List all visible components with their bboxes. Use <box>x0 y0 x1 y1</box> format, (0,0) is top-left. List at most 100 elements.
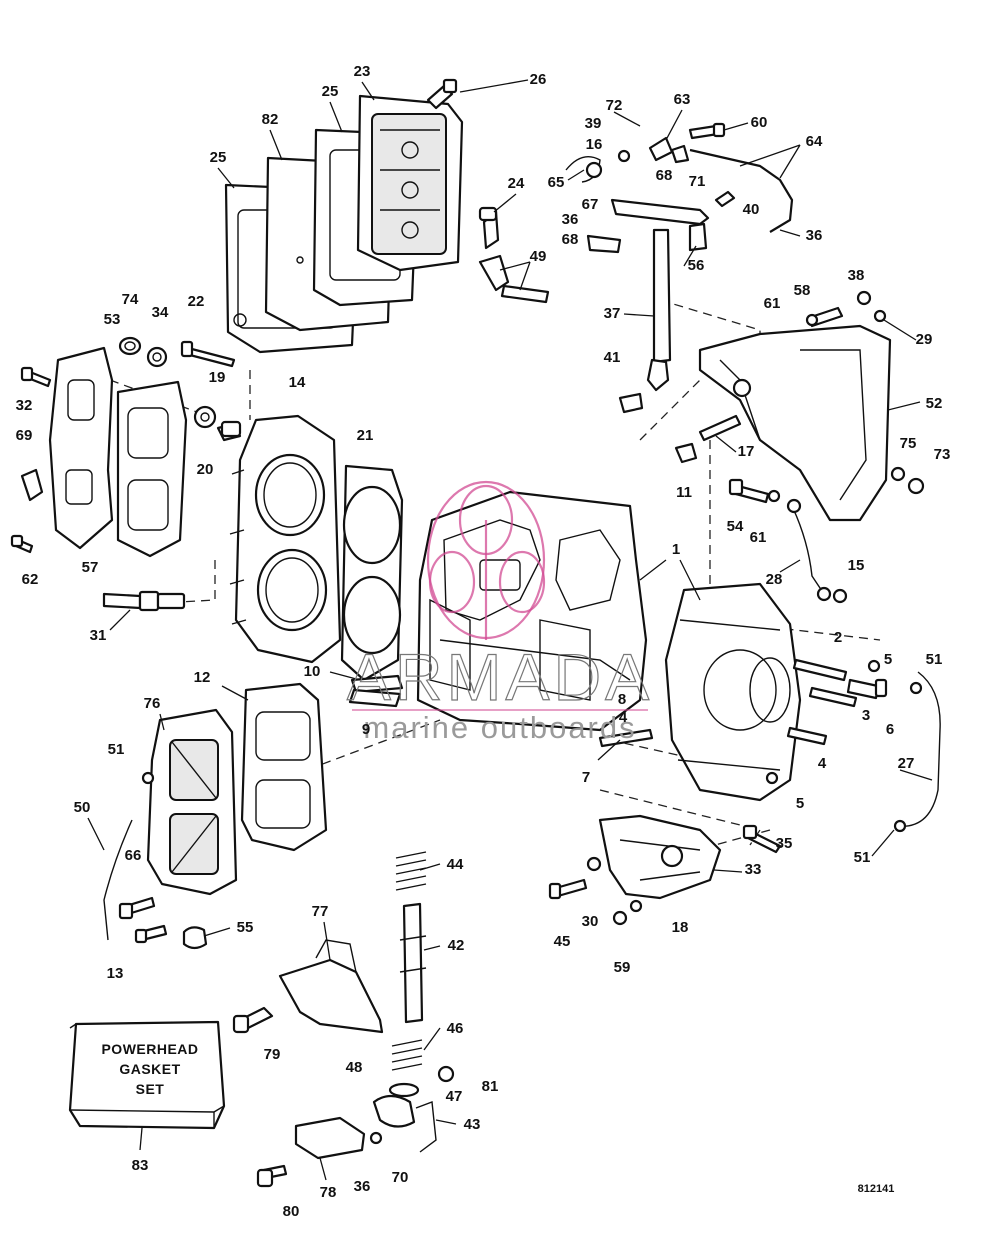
callout-14: 14 <box>289 374 306 391</box>
callout-19: 19 <box>209 369 226 386</box>
callout-60: 60 <box>751 114 768 131</box>
callout-55: 55 <box>237 919 254 936</box>
callout-20: 20 <box>197 461 214 478</box>
callout-8: 8 <box>618 691 626 708</box>
bracket-hardware <box>674 414 848 604</box>
callout-49: 49 <box>530 248 547 265</box>
dowel-pins <box>348 674 404 708</box>
callout-73: 73 <box>934 446 951 463</box>
callout-67: 67 <box>582 196 599 213</box>
callout-4: 4 <box>619 709 628 726</box>
callout-10: 10 <box>304 663 321 680</box>
callout-36: 36 <box>354 1178 371 1195</box>
bracket-33 <box>548 814 782 926</box>
callout-33: 33 <box>745 861 762 878</box>
callout-32: 32 <box>16 397 33 414</box>
callout-53: 53 <box>104 311 121 328</box>
callout-79: 79 <box>264 1046 281 1063</box>
callout-27: 27 <box>898 755 915 772</box>
head-cover-assembly <box>224 94 464 354</box>
gasket-box-line2: GASKET <box>119 1061 180 1077</box>
callout-11: 11 <box>676 484 692 501</box>
callout-26: 26 <box>530 71 547 88</box>
callout-61: 61 <box>750 529 767 546</box>
callout-36: 36 <box>806 227 823 244</box>
callout-59: 59 <box>614 959 631 976</box>
callout-4: 4 <box>818 755 827 772</box>
callout-80: 80 <box>283 1203 300 1220</box>
callout-51: 51 <box>926 651 943 668</box>
callout-16: 16 <box>586 136 603 153</box>
crankcase-half <box>664 582 802 802</box>
callout-48: 48 <box>346 1059 363 1076</box>
callout-39: 39 <box>585 115 602 132</box>
callout-40: 40 <box>743 201 760 218</box>
intake-manifold-assembly <box>103 671 941 950</box>
callout-72: 72 <box>606 97 623 114</box>
callout-13: 13 <box>107 965 124 982</box>
callout-25: 25 <box>210 149 227 166</box>
callout-57: 57 <box>82 559 99 576</box>
callout-63: 63 <box>674 91 691 108</box>
callout-5: 5 <box>796 795 804 812</box>
callout-62: 62 <box>22 571 39 588</box>
callout-46: 46 <box>447 1020 464 1037</box>
callout-35: 35 <box>776 835 793 852</box>
callout-66: 66 <box>125 847 142 864</box>
callout-61: 61 <box>764 295 781 312</box>
callout-38: 38 <box>848 267 865 284</box>
callout-70: 70 <box>392 1169 409 1186</box>
spark-plug-31 <box>102 590 186 612</box>
lower-brackets <box>232 939 384 1188</box>
callout-25: 25 <box>322 83 339 100</box>
callout-45: 45 <box>554 933 571 950</box>
callout-77: 77 <box>312 903 329 920</box>
callout-23: 23 <box>354 63 371 80</box>
callout-50: 50 <box>74 799 91 816</box>
callout-41: 41 <box>604 349 621 366</box>
callout-68: 68 <box>562 231 579 248</box>
callout-7: 7 <box>582 769 590 786</box>
callout-30: 30 <box>582 913 599 930</box>
callout-65: 65 <box>548 174 565 191</box>
callout-28: 28 <box>766 571 783 588</box>
callout-2: 2 <box>834 629 842 646</box>
callout-31: 31 <box>90 627 107 644</box>
cylinder-head-assembly <box>193 405 404 682</box>
callout-58: 58 <box>794 282 811 299</box>
callout-18: 18 <box>672 919 689 936</box>
callout-34: 34 <box>152 304 169 321</box>
callout-47: 47 <box>446 1088 463 1105</box>
callout-81: 81 <box>482 1078 499 1095</box>
callout-64: 64 <box>806 133 823 150</box>
callout-22: 22 <box>188 293 205 310</box>
screw-26 <box>426 78 458 110</box>
watermark: ARMADA marine outboards <box>346 480 650 745</box>
callout-12: 12 <box>194 669 211 686</box>
bracket-52 <box>698 290 925 522</box>
throttle-shaft-assembly <box>369 851 455 1153</box>
callout-43: 43 <box>464 1116 481 1133</box>
callout-82: 82 <box>262 111 279 128</box>
crankcase-screws <box>598 658 888 785</box>
gasket-box-line3: SET <box>136 1081 165 1097</box>
callout-54: 54 <box>727 518 744 535</box>
gasket-set-box: POWERHEAD GASKET SET <box>68 1020 226 1130</box>
callout-74: 74 <box>122 291 139 308</box>
callout-68: 68 <box>656 167 673 184</box>
callout-42: 42 <box>448 937 465 954</box>
callout-24: 24 <box>508 175 525 192</box>
callout-52: 52 <box>926 395 943 412</box>
callout-75: 75 <box>900 435 917 452</box>
callout-3: 3 <box>862 707 870 724</box>
callout-9: 9 <box>362 721 370 738</box>
callout-71: 71 <box>689 173 706 190</box>
gasket-box-line1: POWERHEAD <box>101 1041 198 1057</box>
callout-76: 76 <box>144 695 161 712</box>
exhaust-cover-assembly <box>10 336 236 558</box>
watermark-tagline: marine outboards <box>363 710 636 745</box>
callout-1: 1 <box>672 541 680 558</box>
diagram-code: 812141 <box>858 1183 895 1195</box>
